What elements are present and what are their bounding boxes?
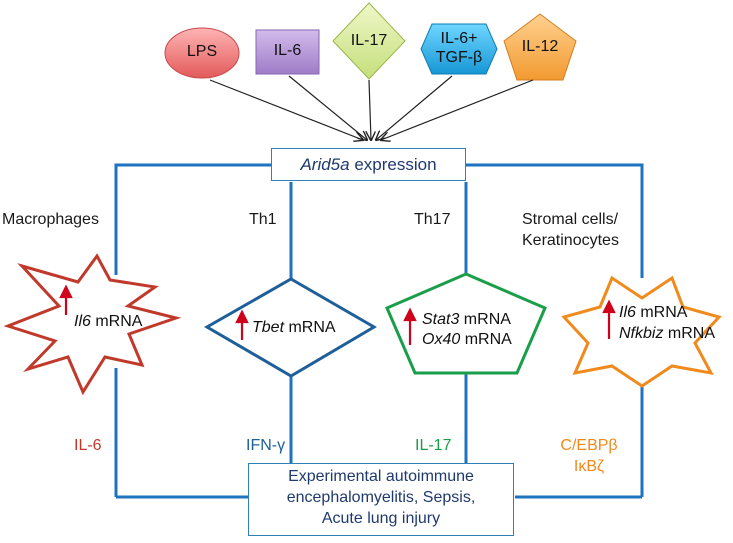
il6-gene: Il6 xyxy=(74,313,91,330)
macrophage-output: IL-6 xyxy=(74,437,102,454)
ikbz-label: IκBζ xyxy=(573,458,605,475)
th1-output: IFN-γ xyxy=(246,437,286,454)
disease-line1: Experimental autoimmune xyxy=(288,468,474,485)
ox40-mrna-suffix: mRNA xyxy=(460,331,512,348)
il6-stromal-line: Il6 mRNA xyxy=(619,302,715,323)
lps-ellipse xyxy=(164,27,240,79)
nfkbiz-line: Nfkbiz mRNA xyxy=(619,323,715,344)
il6-stromal-mrna-suffix: mRNA xyxy=(635,304,688,321)
nfkbiz-gene: Nfkbiz xyxy=(619,325,664,342)
il17-arrow xyxy=(369,79,371,140)
tbet-mrna-suffix: mRNA xyxy=(284,319,336,336)
disease-box: Experimental autoimmune encephalomyeliti… xyxy=(248,463,514,536)
macrophage-star xyxy=(3,253,182,396)
tbet-gene: Tbet xyxy=(252,319,285,336)
th17-output: IL-17 xyxy=(415,437,452,454)
il12-pentagon xyxy=(503,13,577,81)
stromal-output: C/EBPβ IκBζ xyxy=(556,435,622,477)
lps-label: LPS xyxy=(186,43,218,60)
il6-stromal-gene: Il6 xyxy=(619,304,636,321)
stromal-title-line2: Keratinocytes xyxy=(522,232,619,249)
th1-diamond xyxy=(204,277,377,378)
ox40-gene: Ox40 xyxy=(422,331,461,348)
stat3-mrna-suffix: mRNA xyxy=(459,311,511,328)
arid5a-expression-box: Arid5a expression xyxy=(271,148,466,181)
il12-label: IL-12 xyxy=(521,38,559,55)
disease-line3: Acute lung injury xyxy=(321,510,441,527)
il6-mrna-suffix: mRNA xyxy=(90,313,143,330)
th1-mrna-label: Tbet mRNA xyxy=(252,319,336,337)
disease-line2: encephalomyelitis, Sepsis, xyxy=(286,489,476,506)
il17-label: IL-17 xyxy=(350,32,388,49)
stat3-line: Stat3 mRNA xyxy=(422,310,512,330)
up-arrows xyxy=(59,284,616,345)
connector-lines xyxy=(114,163,644,499)
stromal-mrna-label: Il6 mRNA Nfkbiz mRNA xyxy=(619,302,715,344)
arid5a-gene: Arid5a xyxy=(300,155,350,174)
macrophage-mrna-label: Il6 mRNA xyxy=(74,313,142,331)
il6-arrow xyxy=(288,75,367,140)
stromal-star xyxy=(561,275,722,388)
il6-tgfb-label-line2: TGF-β xyxy=(435,49,483,66)
th1-title: Th1 xyxy=(249,211,277,228)
il6-label: IL-6 xyxy=(273,42,302,59)
il17-diamond xyxy=(332,2,406,80)
ox40-line: Ox40 mRNA xyxy=(422,330,512,350)
th17-pentagon xyxy=(385,272,547,375)
th17-title: Th17 xyxy=(414,211,451,228)
lps-arrow xyxy=(209,79,363,140)
il6-tgfb-hexagon xyxy=(420,23,498,75)
stromal-title: Stromal cells/ Keratinocytes xyxy=(522,209,619,251)
il6-tgfb-arrow xyxy=(376,75,453,140)
th17-mrna-label: Stat3 mRNA Ox40 mRNA xyxy=(422,310,512,350)
nfkbiz-mrna-suffix: mRNA xyxy=(663,325,716,342)
il6-tgfb-label: IL-6+ TGF-β xyxy=(421,29,497,67)
cebpb-label: C/EBPβ xyxy=(560,437,618,454)
il12-arrow xyxy=(381,79,534,140)
il6-rectangle xyxy=(255,29,320,75)
arid5a-suffix: expression xyxy=(349,155,437,174)
stat3-gene: Stat3 xyxy=(422,311,460,328)
macrophages-title: Macrophages xyxy=(2,211,99,228)
il6-tgfb-label-line1: IL-6+ xyxy=(440,30,478,47)
stromal-title-line1: Stromal cells/ xyxy=(522,211,619,228)
